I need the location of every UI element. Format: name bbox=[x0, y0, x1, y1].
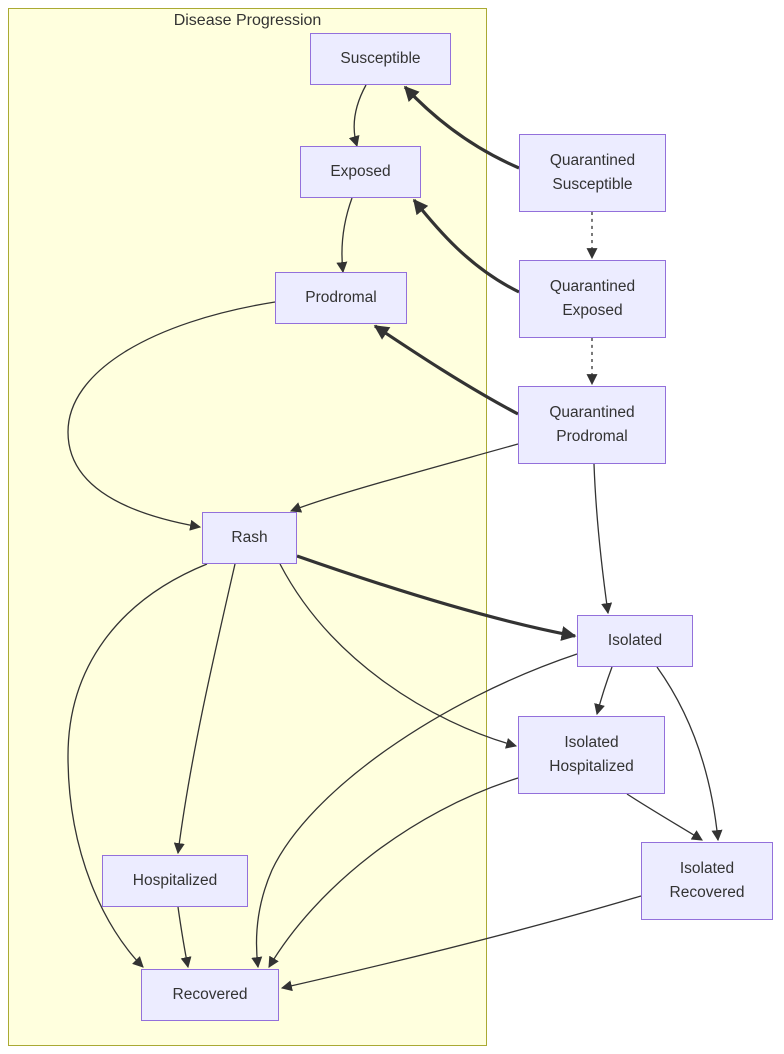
node-label-line: Isolated bbox=[564, 733, 619, 751]
node-label-line: Isolated bbox=[679, 859, 735, 877]
node-label-line: Quarantined bbox=[549, 151, 636, 169]
edge-isolated-to-isolated-hospitalized bbox=[594, 666, 613, 716]
edge-isolated-to-isolated-recovered bbox=[656, 666, 723, 842]
node-exposed: Exposed bbox=[300, 146, 421, 198]
edge-rash-to-recovered bbox=[67, 563, 208, 968]
edge-prodromal-to-rash bbox=[67, 301, 276, 531]
edge-isolated-recovered-to-recovered bbox=[280, 895, 642, 992]
edge-rash-to-isolated-hospitalized bbox=[279, 563, 518, 749]
node-susceptible: Susceptible bbox=[310, 33, 451, 85]
edge-rash-to-hospitalized bbox=[173, 563, 236, 855]
node-label-line: Quarantined bbox=[549, 277, 636, 295]
node-rash: Rash bbox=[202, 512, 297, 564]
edge-isolated-hospitalized-to-recovered bbox=[268, 777, 519, 968]
edge-rash-to-isolated bbox=[296, 554, 577, 641]
edge-quarantined-prodromal-to-prodromal bbox=[373, 324, 519, 416]
node-label-line: Hospitalized bbox=[549, 758, 634, 775]
node-label-line: Susceptible bbox=[340, 49, 421, 67]
node-label-line: Hospitalized bbox=[132, 871, 218, 889]
cluster-title: Disease Progression bbox=[173, 12, 322, 29]
edge-quarantined-prodromal-to-rash bbox=[289, 443, 519, 513]
edge-quarantined-exposed-to-exposed bbox=[412, 198, 520, 294]
edge-isolated-hospitalized-to-isolated-recovered bbox=[626, 793, 703, 841]
node-label-line: Prodromal bbox=[556, 428, 628, 445]
edge-exposed-to-prodromal bbox=[336, 197, 353, 274]
node-label-line: Recovered bbox=[669, 884, 745, 901]
edge-hospitalized-to-recovered bbox=[177, 906, 192, 969]
node-hospitalized: Hospitalized bbox=[102, 855, 248, 907]
node-label-line: Recovered bbox=[172, 985, 248, 1003]
edge-susceptible-to-exposed bbox=[348, 84, 367, 148]
node-label-line: Exposed bbox=[562, 302, 623, 319]
node-prodromal: Prodromal bbox=[275, 272, 407, 324]
node-label-line: Susceptible bbox=[552, 176, 633, 193]
edge-quarantined-susceptible-to-susceptible bbox=[403, 85, 520, 170]
node-recovered: Recovered bbox=[141, 969, 279, 1021]
edge-isolated-to-recovered bbox=[251, 653, 578, 969]
node-label-line: Quarantined bbox=[549, 403, 635, 421]
edge-quarantined-prodromal-to-isolated bbox=[593, 463, 613, 615]
node-label-line: Exposed bbox=[330, 162, 391, 180]
node-label-line: Prodromal bbox=[305, 288, 377, 306]
node-label-line: Isolated bbox=[607, 631, 663, 649]
node-isolated: Isolated bbox=[577, 615, 693, 667]
node-label-line: Rash bbox=[231, 528, 268, 546]
